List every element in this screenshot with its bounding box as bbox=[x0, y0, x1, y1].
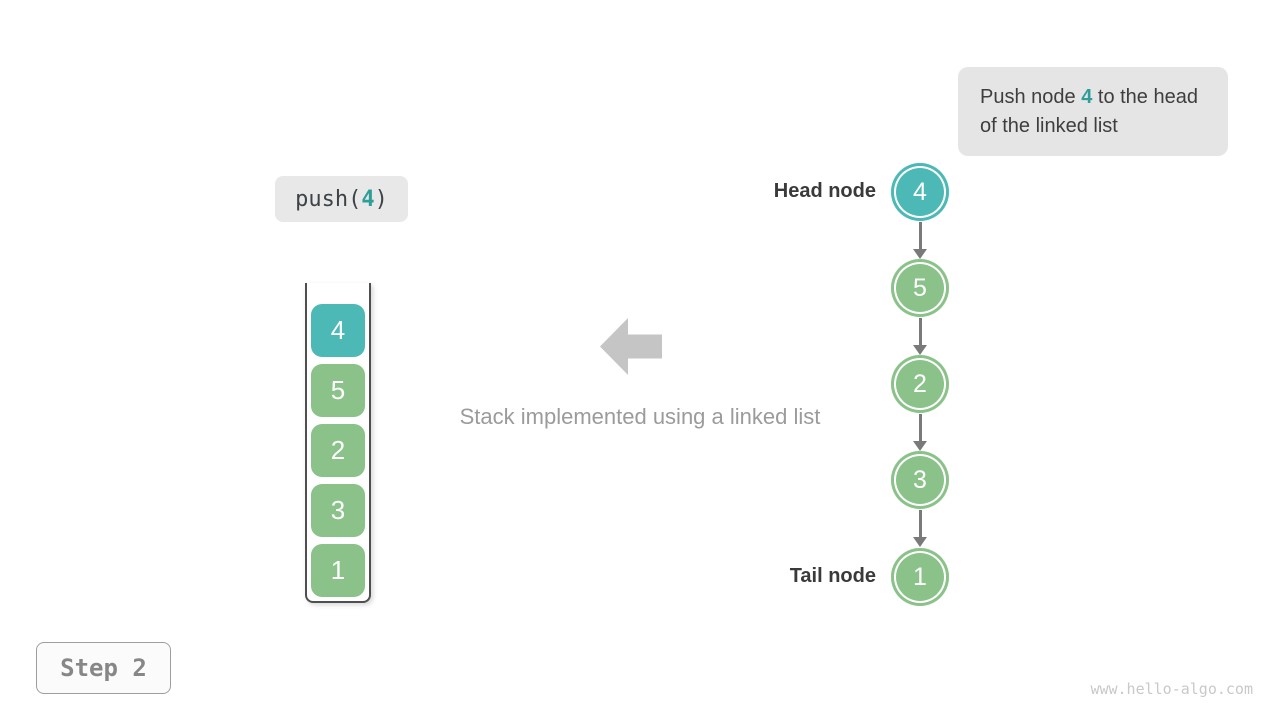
stack-block: 5 bbox=[311, 364, 365, 417]
arrow-shaft bbox=[918, 318, 922, 345]
down-arrow-icon bbox=[906, 414, 934, 451]
arrow-shaft bbox=[918, 414, 922, 441]
operation-arg: 4 bbox=[361, 186, 375, 212]
arrow-head bbox=[913, 537, 927, 547]
down-arrow-icon bbox=[906, 510, 934, 547]
tail-node-label: Tail node bbox=[789, 565, 876, 587]
stack-block: 4 bbox=[311, 304, 365, 357]
step-badge: Step 2 bbox=[36, 642, 171, 694]
arrow-head bbox=[913, 249, 927, 259]
arrow-head bbox=[913, 441, 927, 451]
callout-bubble: Push node 4 to the head of the linked li… bbox=[958, 67, 1228, 156]
down-arrow-icon bbox=[906, 222, 934, 259]
operation-suffix: ) bbox=[374, 186, 388, 212]
arrow-shaft bbox=[918, 510, 922, 537]
linked-list-node: 5 bbox=[891, 259, 949, 317]
callout-text-before: Push node bbox=[980, 85, 1082, 108]
arrow-shaft bbox=[918, 222, 922, 249]
linked-list-node: 2 bbox=[891, 355, 949, 413]
head-node-label: Head node bbox=[773, 180, 876, 202]
callout-text: Push node 4 to the head of the linked li… bbox=[980, 83, 1206, 141]
step-badge-label: Step 2 bbox=[60, 654, 147, 682]
stack-block: 1 bbox=[311, 544, 365, 597]
operation-box: push(4) bbox=[275, 176, 408, 222]
callout-text-after: to the head of the linked list bbox=[980, 85, 1198, 137]
operation-code: push(4) bbox=[295, 187, 388, 212]
stack-container: 4 5 2 3 1 bbox=[305, 283, 371, 603]
down-arrow-icon bbox=[906, 318, 934, 355]
arrow-head bbox=[913, 345, 927, 355]
stack-block: 3 bbox=[311, 484, 365, 537]
left-block-arrow-icon bbox=[600, 318, 662, 375]
linked-list-node: 4 bbox=[891, 163, 949, 221]
callout-highlight-value: 4 bbox=[1081, 85, 1093, 108]
operation-prefix: push( bbox=[295, 186, 362, 212]
caption-text: Stack implemented using a linked list bbox=[459, 404, 821, 429]
stack-block: 2 bbox=[311, 424, 365, 477]
linked-list-node: 1 bbox=[891, 548, 949, 606]
watermark-text: www.hello-algo.com bbox=[1090, 680, 1253, 698]
linked-list-node: 3 bbox=[891, 451, 949, 509]
